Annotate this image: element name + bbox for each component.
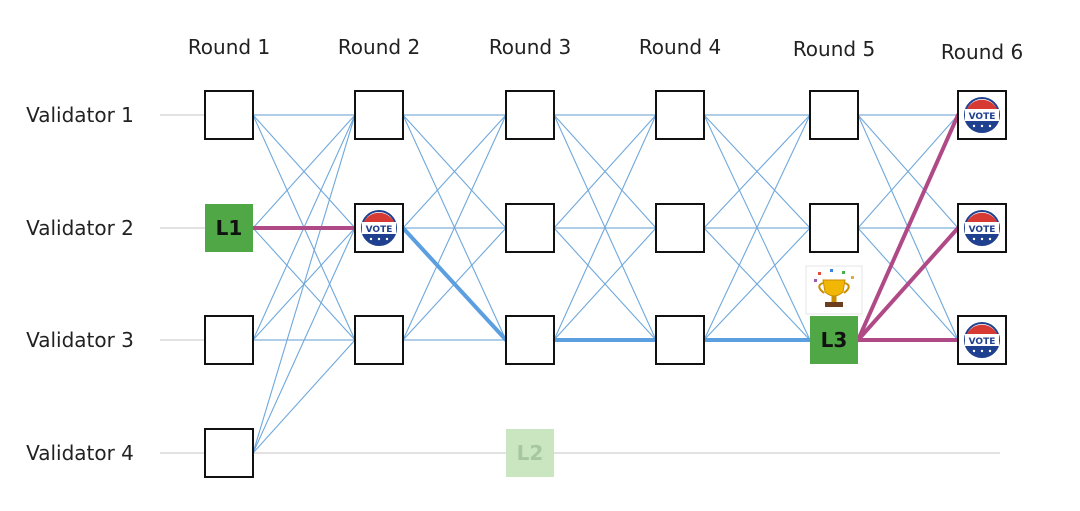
vote-badge-icon: VOTE <box>964 97 1000 133</box>
block-r4-v1 <box>655 90 705 140</box>
vote-badge-band <box>965 222 999 234</box>
vote-badge-top <box>363 212 395 224</box>
edge-r3v3-r4v1 <box>553 114 657 341</box>
vote-badge-star <box>385 237 389 241</box>
vote-badge-icon: VOTE <box>361 210 397 246</box>
vote-badge-text: VOTE <box>969 225 996 235</box>
trophy-handle-right <box>843 282 850 294</box>
validator-label-1: Validator 1 <box>26 103 134 127</box>
reference-edges <box>252 114 959 454</box>
vote-badge-star <box>972 349 976 353</box>
block-r2-v1 <box>354 90 404 140</box>
edge-r3v3-r4v2 <box>553 227 657 341</box>
vote-badge-star <box>988 237 992 241</box>
vote-badge-star <box>972 237 976 241</box>
leader-label-l1: L1 <box>216 216 243 240</box>
vote-badge-star <box>988 349 992 353</box>
block-r4-v2 <box>655 203 705 253</box>
round-label-5: Round 5 <box>793 37 875 61</box>
edge-r1v4-r2v3 <box>252 339 356 454</box>
edge-r1v2-r2v1 <box>252 114 356 229</box>
highlight-edge-1 <box>401 226 508 342</box>
round-label-4: Round 4 <box>639 35 721 59</box>
vote-edge-l3-v2 <box>856 226 960 342</box>
edge-r2v2-r3v1 <box>402 114 507 229</box>
vote-edges <box>251 113 960 342</box>
block-r3-v2 <box>505 203 555 253</box>
validator-label-3: Validator 3 <box>26 328 134 352</box>
trophy-stem <box>831 296 837 302</box>
vote-badge-text: VOTE <box>969 337 996 347</box>
confetti <box>818 272 821 275</box>
vote-badge-star <box>377 237 381 241</box>
round-label-1: Round 1 <box>188 35 270 59</box>
round-label-3: Round 3 <box>489 35 571 59</box>
trophy-handle-left <box>818 282 825 294</box>
block-r5-v2 <box>809 203 859 253</box>
leader-block-l2 <box>506 429 554 477</box>
block-r1-v3 <box>204 315 254 365</box>
edge-r2v3-r3v1 <box>402 114 507 341</box>
validator-label-2: Validator 2 <box>26 216 134 240</box>
round-label-2: Round 2 <box>338 35 420 59</box>
vote-badge-top <box>966 212 998 224</box>
vote-badge-band <box>362 222 396 234</box>
highlighted-path <box>401 226 812 342</box>
block-r1-v4 <box>204 428 254 478</box>
edge-r4v2-r5v1 <box>703 114 811 229</box>
validator-label-4: Validator 4 <box>26 441 134 465</box>
block-r3-v3 <box>505 315 555 365</box>
vote-badge-star <box>980 349 984 353</box>
trophy-cup <box>822 279 846 297</box>
vote-badge-band <box>965 109 999 121</box>
confetti <box>814 279 817 282</box>
vote-badge-top <box>966 99 998 111</box>
trophy-base <box>825 302 843 307</box>
vote-edge-l3-v1 <box>856 113 960 342</box>
leader-block-l1 <box>205 204 253 252</box>
edge-r1v4-r2v2 <box>252 227 356 454</box>
vote-badge-icon: VOTE <box>964 210 1000 246</box>
block-boxes <box>204 90 1007 478</box>
trophy-icon <box>805 265 863 315</box>
block-r3-v1 <box>505 90 555 140</box>
vote-badge-star <box>980 124 984 128</box>
edge-r3v2-r4v1 <box>553 114 657 229</box>
edge-r1v4-r2v1 <box>252 114 356 454</box>
round-label-6: Round 6 <box>941 40 1023 64</box>
leader-label-l2: L2 <box>517 441 544 465</box>
confetti <box>830 269 833 272</box>
confetti <box>851 276 854 279</box>
vote-badges: VOTE VOTE VOTE VOTE <box>361 97 1000 358</box>
edge-r4v3-r5v2 <box>703 227 811 341</box>
confetti <box>842 271 845 274</box>
block-r4-v3 <box>655 315 705 365</box>
validator-lanes <box>160 114 1000 454</box>
vote-badge-star <box>980 237 984 241</box>
edge-r5v2-r6v1 <box>857 114 959 229</box>
trophy-group <box>805 265 863 315</box>
leader-block-l3 <box>810 316 858 364</box>
block-r5-v1 <box>809 90 859 140</box>
leader-label-l3: L3 <box>821 328 848 352</box>
labels: Round 1 Round 2 Round 3 Round 4 Round 5 Round… <box>26 35 1023 465</box>
vote-badge-text: VOTE <box>366 225 393 235</box>
block-r1-v1 <box>204 90 254 140</box>
vote-badge-star <box>369 237 373 241</box>
edge-r4v3-r5v1 <box>703 114 811 341</box>
vote-badge-band <box>965 334 999 346</box>
vote-badge-icon: VOTE <box>964 322 1000 358</box>
block-r2-v3 <box>354 315 404 365</box>
vote-badge-star <box>988 124 992 128</box>
vote-badge-text: VOTE <box>969 112 996 122</box>
vote-badge-star <box>972 124 976 128</box>
vote-badge-top <box>966 324 998 336</box>
